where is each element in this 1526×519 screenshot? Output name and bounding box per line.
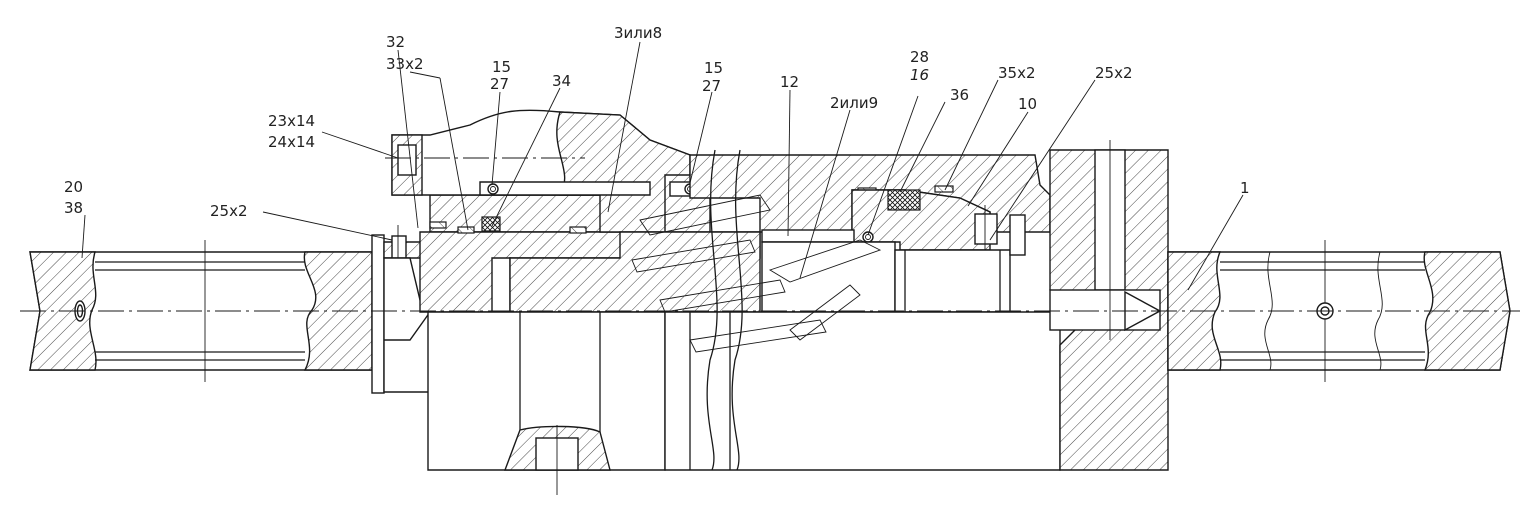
label-12: 12 — [780, 73, 799, 91]
label-2or9: 2или9 — [830, 94, 878, 112]
label-35x2: 35x2 — [998, 64, 1036, 82]
label-25x2-left: 25x2 — [210, 202, 248, 220]
label-3or8: 3или8 — [614, 24, 662, 42]
label-34: 34 — [552, 72, 571, 90]
label-15-left: 15 — [492, 58, 511, 76]
label-36: 36 — [950, 86, 969, 104]
leader-lines — [81, 41, 1244, 291]
label-24x14: 24x14 — [268, 133, 315, 151]
label-28: 28 — [910, 48, 929, 66]
piston-rod — [509, 229, 1011, 313]
label-38: 38 — [64, 199, 83, 217]
label-16: 16 — [910, 66, 929, 84]
label-27-right: 27 — [702, 77, 721, 95]
label-33x2: 33x2 — [386, 55, 424, 73]
right-end-cap — [1009, 140, 1169, 471]
label-27-left: 27 — [490, 75, 509, 93]
break-lines — [631, 149, 882, 471]
label-20: 20 — [64, 178, 83, 196]
label-23x14: 23x14 — [268, 112, 315, 130]
piston — [851, 189, 998, 260]
label-1: 1 — [1240, 179, 1250, 197]
label-10: 10 — [1018, 95, 1037, 113]
label-25x2-top: 25x2 — [1095, 64, 1133, 82]
label-32: 32 — [386, 33, 405, 51]
label-15-right: 15 — [704, 59, 723, 77]
lower-body — [427, 311, 1061, 495]
